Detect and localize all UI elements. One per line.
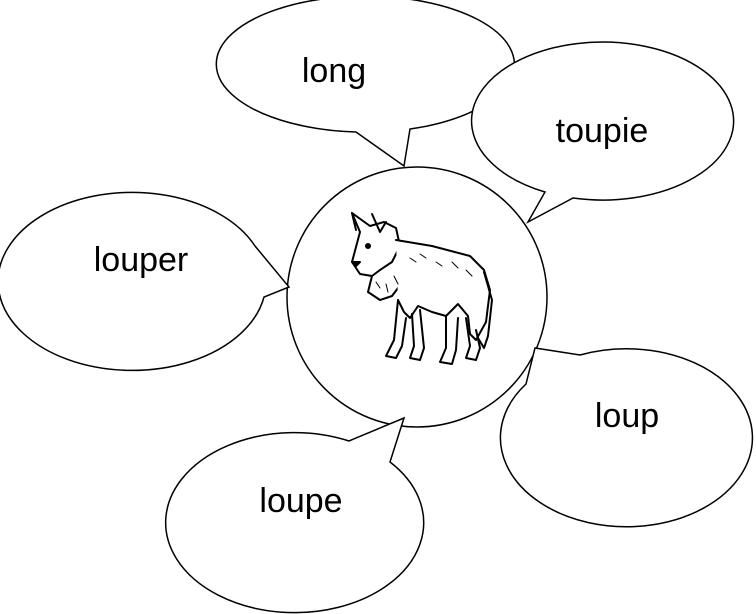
- center-node: [286, 166, 548, 428]
- bubble-loupe: loupe: [164, 416, 425, 614]
- bubble-long: long: [215, 0, 515, 168]
- bubble-louper: louper: [0, 191, 291, 372]
- bubble-loup-outline: [499, 347, 754, 528]
- bubble-loupe-label: loupe: [259, 482, 342, 520]
- wolf-icon: [351, 212, 493, 365]
- bubble-toupie-label: toupie: [556, 112, 649, 150]
- bubble-louper-outline: [0, 191, 291, 372]
- bubble-toupie: toupie: [470, 41, 735, 224]
- bubble-long-label: long: [302, 52, 366, 90]
- bubble-loup: loup: [499, 347, 754, 528]
- bubble-toupie-outline: [470, 41, 735, 224]
- bubble-louper-label: louper: [94, 241, 189, 279]
- bubble-loupe-outline: [164, 416, 425, 614]
- bubble-loup-label: loup: [595, 397, 659, 435]
